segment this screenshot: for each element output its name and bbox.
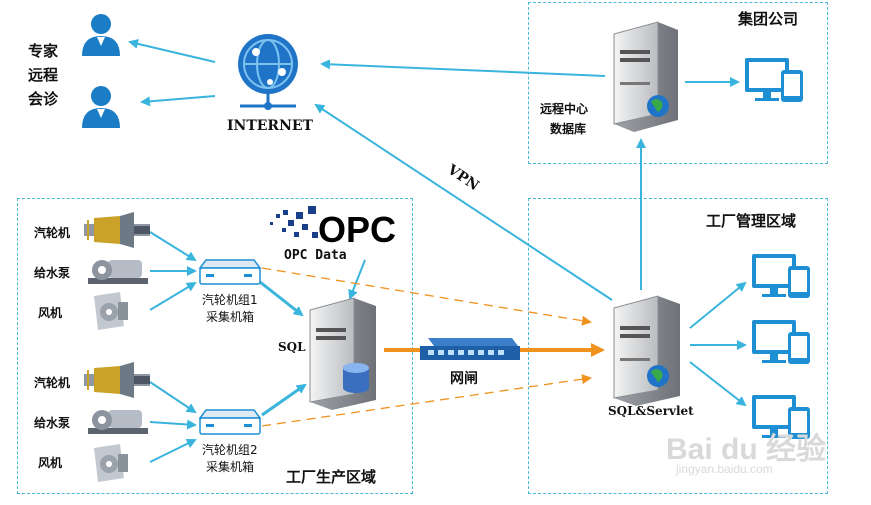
g2-collector-label-line2: 采集机箱 (206, 460, 255, 474)
opc-logo-icon (270, 206, 318, 238)
factory-prod-title: 工厂生产区域 (286, 468, 377, 486)
watermark-brand: Bai du 经验 (666, 433, 827, 466)
g2-collector-label-line1: 汽轮机组2 (202, 443, 258, 457)
gateway-label: 网闸 (450, 371, 478, 387)
opc-logo-text: OPC (318, 209, 396, 250)
terminal-icon (745, 58, 803, 102)
remote-db-label-line1: 远程中心 (540, 102, 589, 116)
pump-icon (88, 410, 148, 434)
terminal-icon (752, 254, 810, 298)
factory-production-zone (17, 198, 413, 494)
pump-icon (88, 260, 148, 284)
internet-to-expert1-arrow (128, 38, 216, 63)
connectors (128, 38, 747, 463)
gateway-device-icon (420, 338, 520, 360)
factory-mgmt-title: 工厂管理区域 (706, 212, 797, 230)
internet-label: INTERNET (227, 118, 313, 134)
g1-turbine-label: 汽轮机 (34, 226, 71, 240)
remote-db-label-line2: 数据库 (550, 122, 587, 136)
expert-label-line3: 会诊 (28, 90, 59, 108)
expert-label-line1: 专家 (28, 42, 59, 60)
g1-pump-label: 给水泵 (34, 266, 71, 280)
sql-server-icon (309, 297, 376, 410)
g1-collector-label-line2: 采集机箱 (206, 310, 255, 324)
turbine-icon (84, 362, 150, 398)
group-company-zone (528, 2, 828, 164)
collector1-dashed-arrow (261, 267, 592, 326)
servlet-server-icon (613, 295, 680, 406)
g1-collector-label-line1: 汽轮机组1 (202, 293, 258, 307)
vpn-arrow (314, 103, 613, 301)
internet-globe-icon (238, 34, 298, 110)
servlet-label: SQL&Servlet (608, 404, 694, 418)
terminal-icon (752, 395, 810, 439)
sql-label: SQL (278, 340, 306, 354)
opc-data-caption: OPC Data (284, 248, 347, 263)
g2-turbine-label: 汽轮机 (34, 376, 71, 390)
servlet-to-terminal3-arrow (689, 361, 747, 407)
watermark-url: jingyan.baidu.com (676, 462, 773, 476)
internet-to-expert2-arrow (140, 95, 216, 107)
turbine-icon (84, 212, 150, 248)
db-to-internet-arrow (320, 59, 606, 77)
fan-icon (94, 292, 128, 330)
remote-db-server-icon (613, 21, 678, 132)
factory-management-zone (528, 198, 828, 494)
terminal-icon (752, 320, 810, 364)
fan-icon (94, 444, 128, 482)
g2-fan-label: 风机 (38, 456, 63, 470)
collector-box-icon (198, 259, 262, 285)
expert-label-line2: 远程 (28, 66, 59, 84)
expert-user-icon (82, 86, 120, 128)
expert-user-icon (82, 14, 120, 56)
g1-fan-label: 风机 (38, 306, 63, 320)
collector-box-icon (198, 409, 262, 435)
collector2-dashed-arrow (261, 374, 592, 427)
servlet-to-terminal1-arrow (689, 281, 747, 329)
g2-pump-label: 给水泵 (34, 416, 71, 430)
group-company-title: 集团公司 (738, 10, 799, 28)
